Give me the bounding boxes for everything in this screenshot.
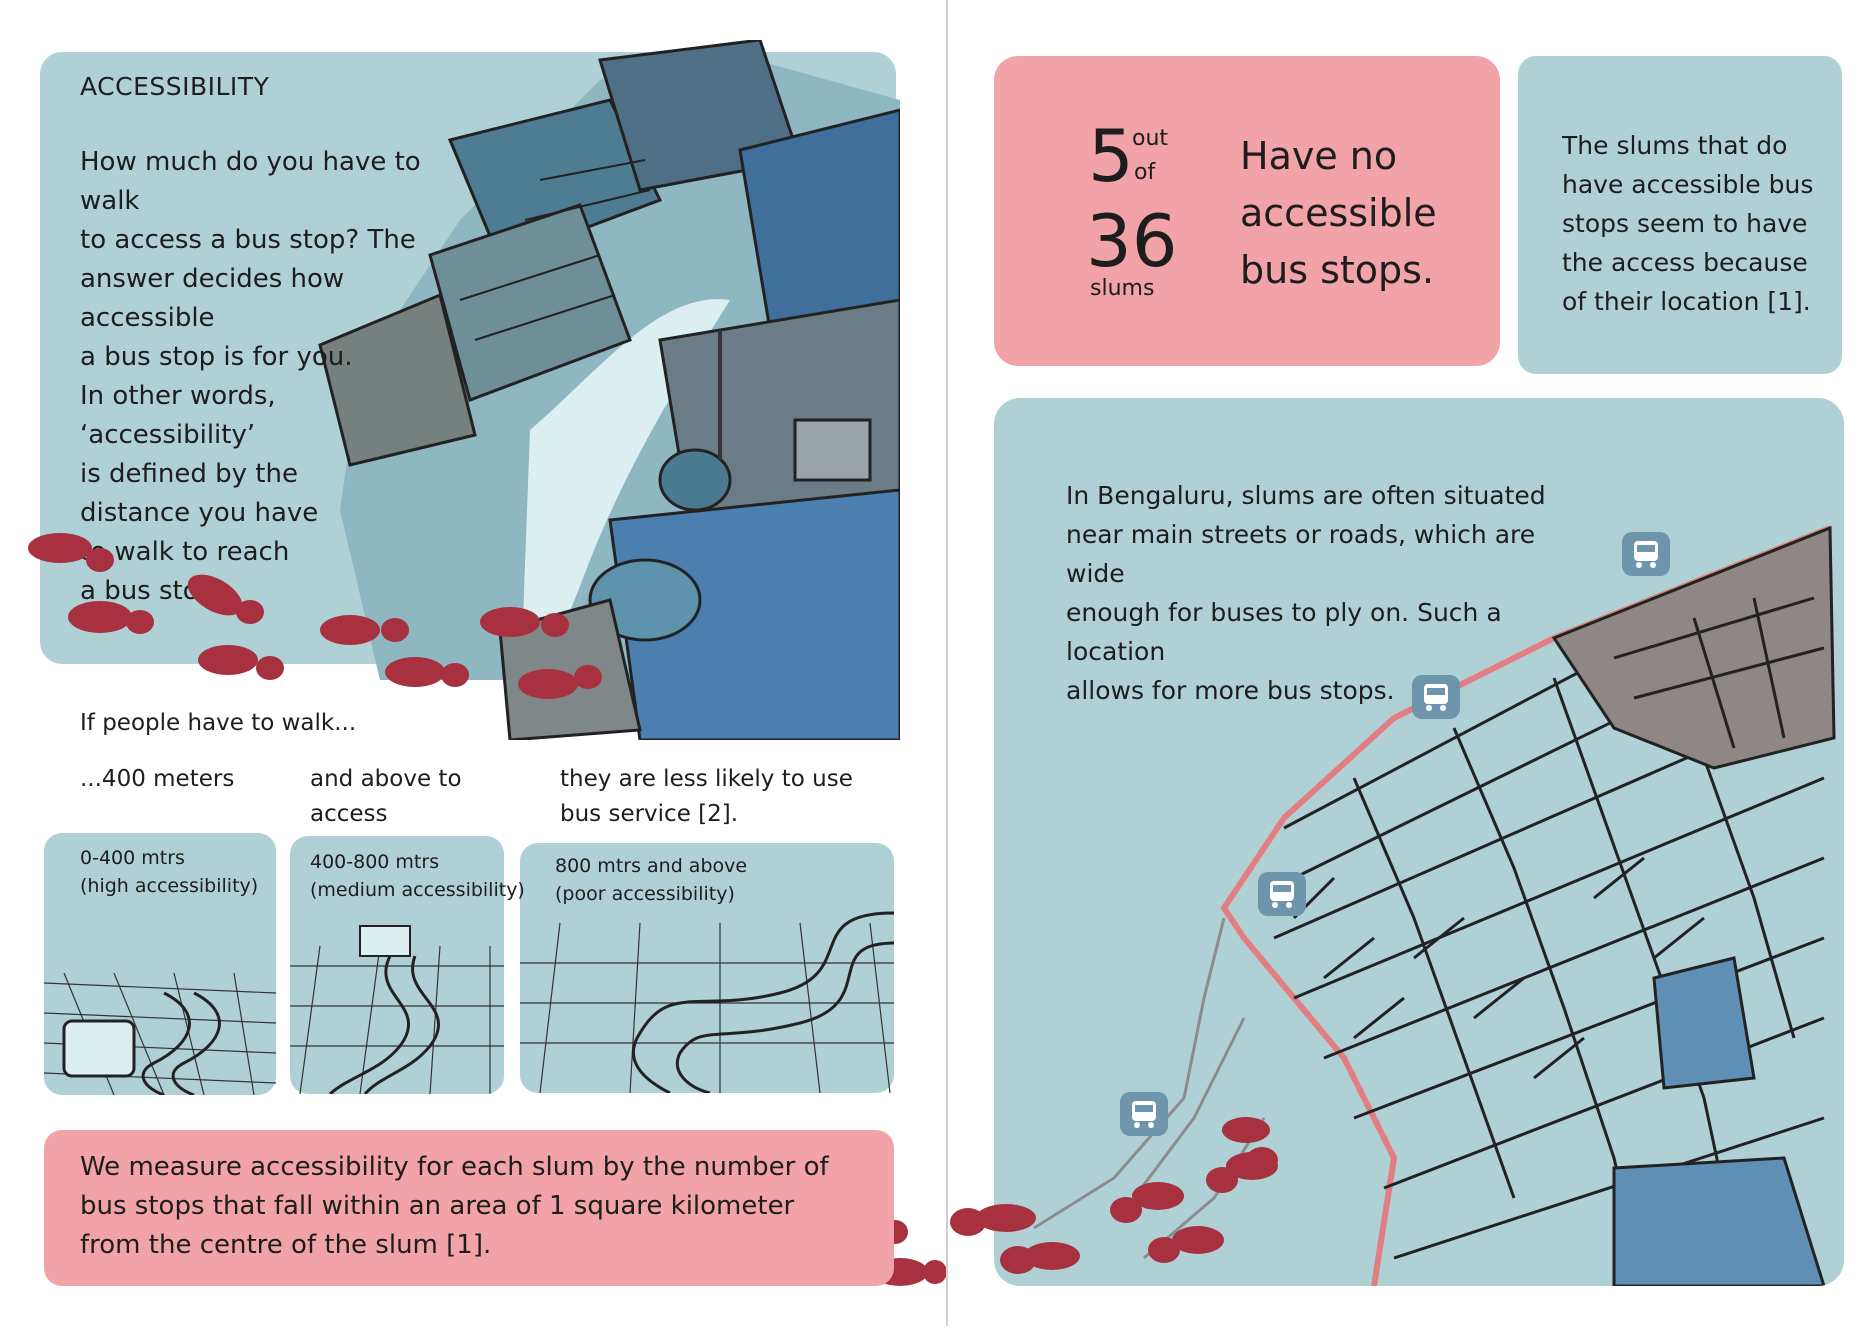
stat-out: out bbox=[1132, 126, 1169, 151]
stat-of: of bbox=[1134, 160, 1156, 185]
level-range: 400-800 mtrs bbox=[310, 851, 440, 873]
map-panel bbox=[994, 398, 1844, 1286]
stat-total: 36 bbox=[1086, 199, 1178, 283]
road-sketch bbox=[290, 925, 504, 1094]
intro-line: to walk to reach bbox=[80, 537, 290, 567]
note-line: have accessible bus bbox=[1562, 170, 1814, 199]
slum-block-blue bbox=[1612, 1156, 1826, 1286]
bus-stop-icon bbox=[1118, 1090, 1170, 1142]
slum-block-grey bbox=[1551, 525, 1836, 770]
level-panel-high bbox=[44, 833, 276, 1095]
intro-line: distance you have bbox=[80, 498, 319, 528]
slum-parcels bbox=[1273, 546, 1825, 1286]
walk-line: bus service [2]. bbox=[560, 801, 739, 827]
level-label-medium: 400-800 mtrs (medium accessibility) bbox=[310, 848, 525, 904]
slum-block-blue bbox=[1652, 956, 1756, 1090]
page-gutter bbox=[946, 0, 948, 1326]
bus-stop-icon bbox=[1410, 673, 1462, 725]
walk-line: they are less likely to use bbox=[560, 766, 853, 792]
walk-column-1: ...400 meters bbox=[80, 762, 290, 797]
stat-label: Have no accessible bus stops. bbox=[1240, 128, 1437, 299]
map-paragraph: In Bengaluru, slums are often situated n… bbox=[1066, 476, 1586, 710]
intro-line: a bus stop. bbox=[80, 576, 224, 606]
note-panel bbox=[1518, 56, 1842, 374]
note-line: the access because bbox=[1562, 248, 1808, 277]
stat-label-line: bus stops. bbox=[1240, 248, 1435, 292]
note-line: of their location [1]. bbox=[1562, 287, 1811, 316]
note-line: The slums that do bbox=[1562, 131, 1788, 160]
intro-line: a bus stop is for you. bbox=[80, 342, 353, 372]
stat-panel bbox=[994, 56, 1500, 366]
level-caption: (poor accessibility) bbox=[555, 883, 735, 905]
road-sketch bbox=[44, 973, 276, 1095]
slum-street-illustration bbox=[300, 40, 900, 740]
section-title: ACCESSIBILITY bbox=[80, 72, 270, 101]
level-caption: (high accessibility) bbox=[80, 875, 259, 897]
bus-stop-icon bbox=[1620, 530, 1672, 582]
stat-unit: slums bbox=[1090, 276, 1155, 301]
measure-line: We measure accessibility for each slum b… bbox=[80, 1152, 829, 1182]
walk-column-3: they are less likely to use bus service … bbox=[560, 762, 880, 832]
level-label-high: 0-400 mtrs (high accessibility) bbox=[80, 844, 258, 900]
level-range: 0-400 mtrs bbox=[80, 847, 185, 869]
intro-line: ‘accessibility’ bbox=[80, 420, 256, 450]
level-panel-medium bbox=[290, 836, 504, 1094]
walk-line: and above to access bbox=[310, 766, 462, 827]
level-panel-poor bbox=[520, 843, 894, 1093]
slum-map bbox=[1033, 525, 1836, 1286]
intro-paragraph: How much do you have to walk to access a… bbox=[80, 143, 440, 611]
map-line: In Bengaluru, slums are often situated bbox=[1066, 481, 1546, 510]
measure-line: bus stops that fall within an area of 1 … bbox=[80, 1191, 795, 1221]
level-label-poor: 800 mtrs and above (poor accessibility) bbox=[555, 852, 747, 908]
intro-line: to access a bus stop? The bbox=[80, 225, 416, 255]
map-line: allows for more bus stops. bbox=[1066, 676, 1395, 705]
stat-count: 5 bbox=[1088, 114, 1134, 198]
level-caption: (medium accessibility) bbox=[310, 879, 525, 901]
measure-line: from the centre of the slum [1]. bbox=[80, 1230, 492, 1260]
intro-line: answer decides how accessible bbox=[80, 264, 345, 333]
level-range: 800 mtrs and above bbox=[555, 855, 748, 877]
road-sketch bbox=[520, 911, 894, 1093]
intro-line: In other words, bbox=[80, 381, 276, 411]
walk-heading: If people have to walk... bbox=[80, 710, 357, 736]
measure-paragraph: We measure accessibility for each slum b… bbox=[80, 1148, 880, 1265]
measure-panel bbox=[44, 1130, 894, 1286]
map-line: near main streets or roads, which are wi… bbox=[1066, 520, 1536, 588]
bus-stop-icon bbox=[1256, 870, 1308, 922]
intro-line: is defined by the bbox=[80, 459, 298, 489]
map-line: enough for buses to ply on. Such a locat… bbox=[1066, 598, 1502, 666]
minor-streets bbox=[1033, 917, 1266, 1260]
note-line: stops seem to have bbox=[1562, 209, 1808, 238]
note-paragraph: The slums that do have accessible bus st… bbox=[1562, 126, 1832, 321]
walk-line: ...400 meters bbox=[80, 766, 235, 792]
intro-line: How much do you have to walk bbox=[80, 147, 421, 216]
stat-label-line: Have no bbox=[1240, 134, 1398, 178]
stat-label-line: accessible bbox=[1240, 191, 1437, 235]
main-road bbox=[1220, 525, 1832, 1286]
